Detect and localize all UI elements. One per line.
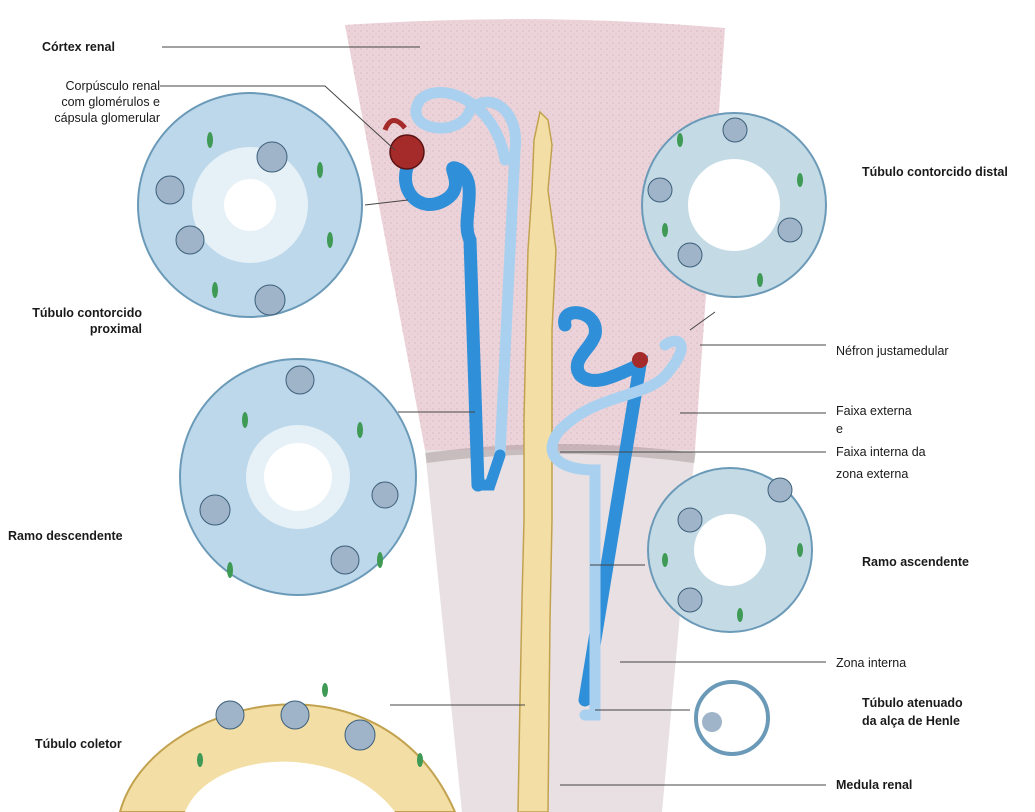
label-juxta: Néfron justamedular <box>836 343 949 359</box>
label-bands-3: Faixa interna da <box>836 444 926 460</box>
label-bands-4: zona externa <box>836 466 908 482</box>
label-descending: Ramo descendente <box>8 528 123 544</box>
label-ascending: Ramo ascendente <box>862 554 969 570</box>
juxta-glomerulus <box>632 352 648 368</box>
label-medulla: Medula renal <box>836 777 912 793</box>
thin-limb-cross-section <box>696 682 768 754</box>
label-collecting: Túbulo coletor <box>35 736 122 752</box>
label-pct-2: proximal <box>10 321 142 337</box>
label-pct-1: Túbulo contorcido <box>10 305 142 321</box>
label-dct: Túbulo contorcido distal <box>862 164 1008 180</box>
label-bands-2: e <box>836 421 843 437</box>
outer-medulla-band <box>425 450 695 812</box>
label-thin-1: Túbulo atenuado <box>862 695 963 711</box>
label-corpuscle-3: cápsula glomerular <box>20 110 160 126</box>
glomerulus <box>390 135 424 169</box>
pct-cross-section <box>138 93 362 317</box>
label-corpuscle-2: com glomérulos e <box>20 94 160 110</box>
label-corpuscle-1: Corpúsculo renal <box>20 78 160 94</box>
label-inner-zone: Zona interna <box>836 655 906 671</box>
label-thin-2: da alça de Henle <box>862 713 960 729</box>
label-bands-1: Faixa externa <box>836 403 912 419</box>
label-cortex: Córtex renal <box>42 39 115 55</box>
